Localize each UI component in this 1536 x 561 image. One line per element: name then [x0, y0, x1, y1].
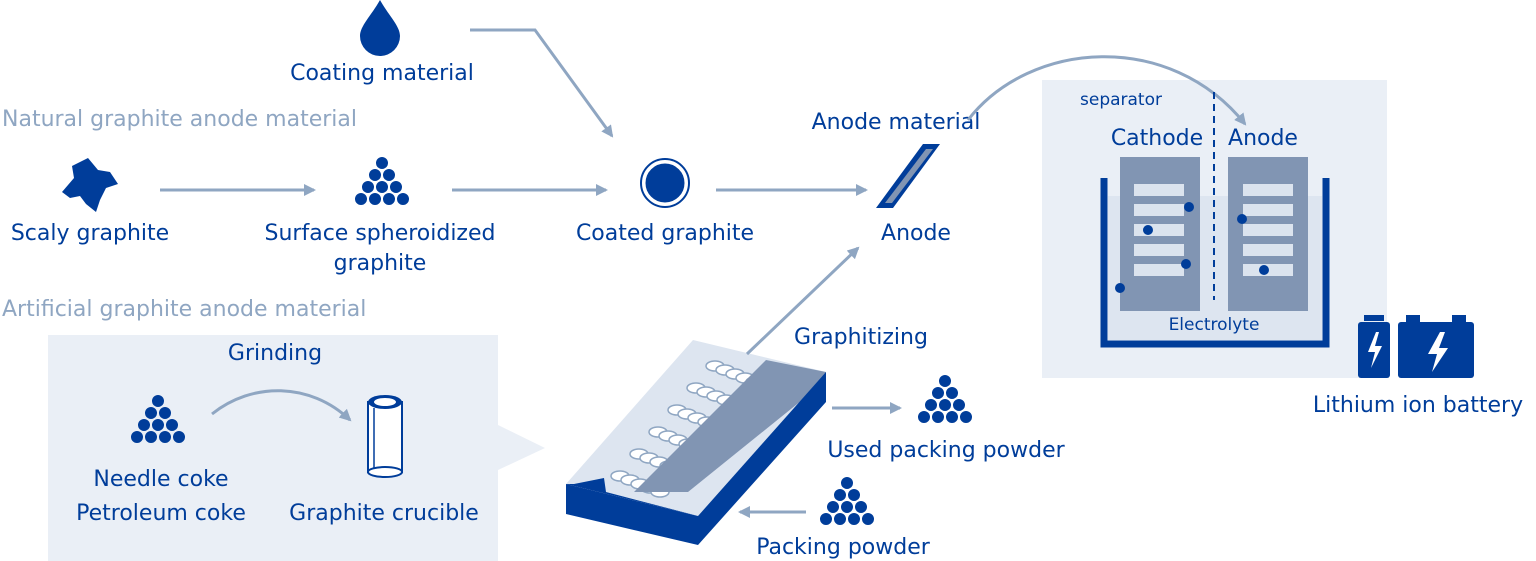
- scaly-graphite-label: Scaly graphite: [11, 221, 169, 246]
- natural-section-title: Natural graphite anode material: [2, 107, 357, 132]
- graphite-crucible-icon: [367, 395, 403, 478]
- used-packing-powder-label: Used packing powder: [827, 438, 1065, 463]
- cathode-label: Cathode: [1111, 126, 1203, 151]
- battery-cell-icon: [1358, 315, 1390, 378]
- electrolyte-label: Electrolyte: [1169, 315, 1260, 335]
- scaly-graphite-icon: [62, 158, 118, 212]
- graphitizing-label: Graphitizing: [794, 325, 928, 350]
- grinding-panel: [48, 335, 498, 561]
- anode-to-battery-arrow: [966, 55, 1247, 126]
- anode-sheet-highlight: [885, 149, 933, 203]
- artificial-section-title: Artificial graphite anode material: [2, 297, 366, 322]
- graphitizing-furnace-icon: [566, 340, 826, 545]
- graphite-crucible-label: Graphite crucible: [289, 501, 479, 526]
- packing-powder-label: Packing powder: [756, 535, 931, 560]
- car-battery-icon: [1398, 315, 1474, 378]
- lithium-ions: [1115, 202, 1269, 293]
- spheroidized-graphite-icon: [353, 155, 411, 207]
- lithium-ion-battery-label: Lithium ion battery: [1313, 393, 1523, 418]
- coated-graphite-ring: [640, 158, 690, 208]
- grinding-panel-pointer: [498, 425, 545, 470]
- coated-graphite-icon: [642, 160, 688, 206]
- battery-anode-label: Anode: [1228, 126, 1298, 151]
- graphitizing-arrow: [745, 246, 860, 356]
- packing-powder-icon: [818, 475, 876, 527]
- coating-arrow: [470, 28, 614, 138]
- separator-label: separator: [1080, 90, 1162, 110]
- spheroidized-label-line1: Surface spheroidized: [265, 221, 496, 246]
- spheroidized-label-line2: graphite: [334, 251, 427, 276]
- needle-coke-label: Needle coke: [93, 467, 228, 492]
- coated-graphite-label: Coated graphite: [576, 221, 754, 246]
- anode-layers: [1243, 184, 1293, 276]
- grinding-arrow: [211, 389, 352, 422]
- used-packing-powder-icon: [916, 373, 974, 425]
- grinding-label: Grinding: [228, 341, 322, 366]
- coating-material-label: Coating material: [290, 61, 474, 86]
- petroleum-coke-label: Petroleum coke: [76, 501, 246, 526]
- anode-label: Anode: [881, 221, 951, 246]
- coating-drop-icon: [360, 0, 400, 56]
- anode-material-label: Anode material: [812, 110, 981, 135]
- battery-container: [1100, 178, 1330, 348]
